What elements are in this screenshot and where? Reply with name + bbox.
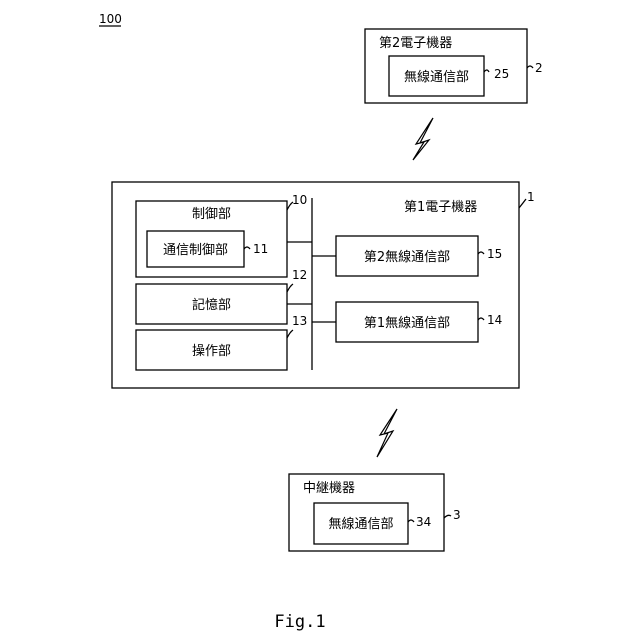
control-unit-label: 制御部 — [192, 207, 231, 222]
first-electronic-device-ref: 1 — [527, 190, 535, 204]
second-wireless-unit-ref: 15 — [487, 247, 502, 261]
operation-unit-ref: 13 — [292, 314, 307, 328]
second-electronic-device-ref: 2 — [535, 61, 543, 75]
storage-unit-label: 記憶部 — [192, 297, 231, 313]
second-wireless-unit-label: 第2無線通信部 — [364, 249, 450, 265]
ref-leader-2 — [527, 66, 533, 68]
control-unit-ref: 10 — [292, 193, 307, 207]
first-electronic-device-title: 第1電子機器 — [404, 200, 477, 215]
comm-control-unit-ref: 11 — [253, 242, 268, 256]
first-wireless-unit-ref: 14 — [487, 313, 502, 327]
ref-leader-1 — [519, 199, 526, 208]
second-electronic-device-title: 第2電子機器 — [379, 36, 452, 51]
relay-wireless-unit-ref: 34 — [416, 515, 431, 529]
figure-ref: 100 — [99, 12, 122, 26]
storage-unit-ref: 12 — [292, 268, 307, 282]
figure-caption: Fig.1 — [274, 612, 325, 632]
relay-device-ref: 3 — [453, 508, 461, 522]
comm-control-unit-label: 通信制御部 — [163, 243, 228, 258]
operation-unit-label: 操作部 — [192, 343, 231, 359]
second-device-wireless-unit-ref: 25 — [494, 67, 509, 81]
second-device-wireless-unit-label: 無線通信部 — [404, 69, 469, 85]
first-wireless-unit-label: 第1無線通信部 — [364, 315, 450, 331]
wireless-link-upper-icon — [413, 118, 433, 160]
wireless-link-lower-icon — [377, 409, 397, 457]
ref-leader-3 — [444, 515, 451, 518]
relay-device-title: 中継機器 — [303, 481, 355, 496]
relay-wireless-unit-label: 無線通信部 — [328, 516, 393, 532]
